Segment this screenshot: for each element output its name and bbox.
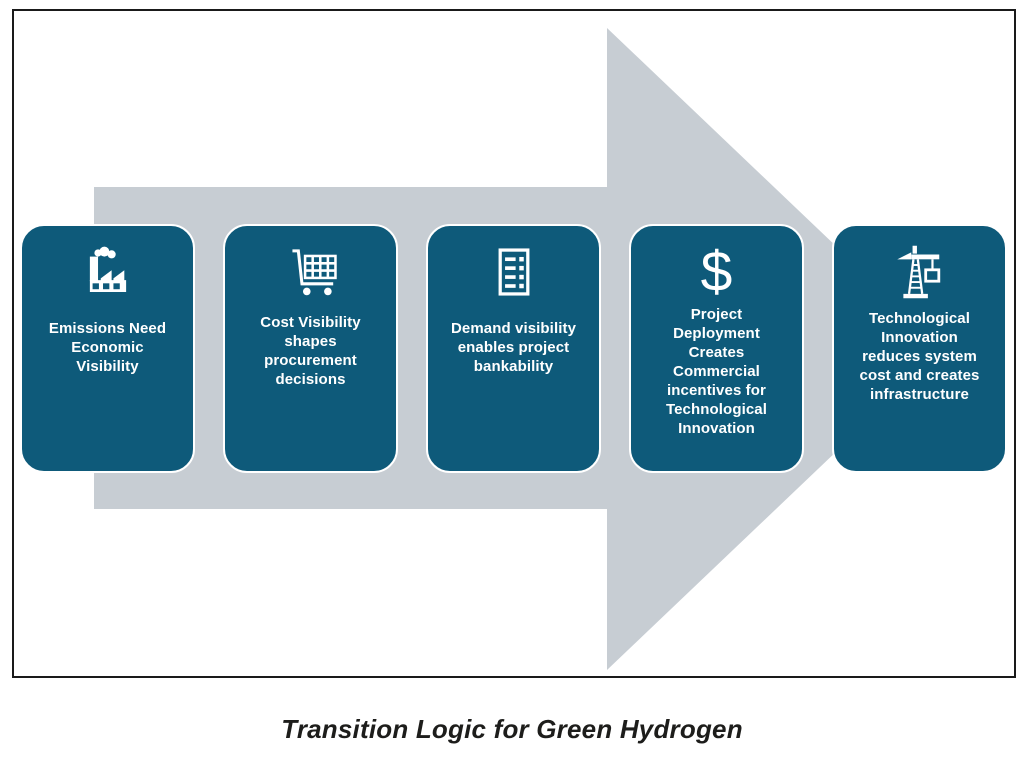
step-card-demand-visibility: Demand visibility enables project bankab…	[426, 224, 601, 473]
step-card-label: Demand visibility enables project bankab…	[450, 320, 577, 375]
dollar-sign-glyph: $	[700, 240, 733, 304]
step-card-label: Technological Innovation reduces system …	[859, 310, 980, 403]
step-card-project-deployment: $ Project Deployment Creates Commercial …	[629, 224, 804, 473]
step-card-emissions: Emissions Need Economic Visibility	[20, 224, 195, 473]
construction-crane-icon	[891, 240, 949, 304]
step-card-label: Emissions Need Economic Visibility	[48, 320, 167, 375]
step-cards-row: Emissions Need Economic Visibility	[20, 224, 1007, 473]
shopping-cart-icon	[284, 240, 338, 304]
step-card-label: Cost Visibility shapes procurement decis…	[260, 314, 361, 388]
step-card-label: Project Deployment Creates Commercial in…	[665, 306, 768, 437]
step-card-technological-innovation: Technological Innovation reduces system …	[832, 224, 1007, 473]
figure-caption: Transition Logic for Green Hydrogen	[281, 714, 743, 744]
checklist-document-icon	[488, 240, 540, 304]
dollar-sign-icon: $	[701, 240, 733, 304]
step-card-cost-visibility: Cost Visibility shapes procurement decis…	[223, 224, 398, 473]
factory-emissions-icon	[79, 240, 137, 304]
figure-frame: Emissions Need Economic Visibility	[12, 9, 1016, 678]
